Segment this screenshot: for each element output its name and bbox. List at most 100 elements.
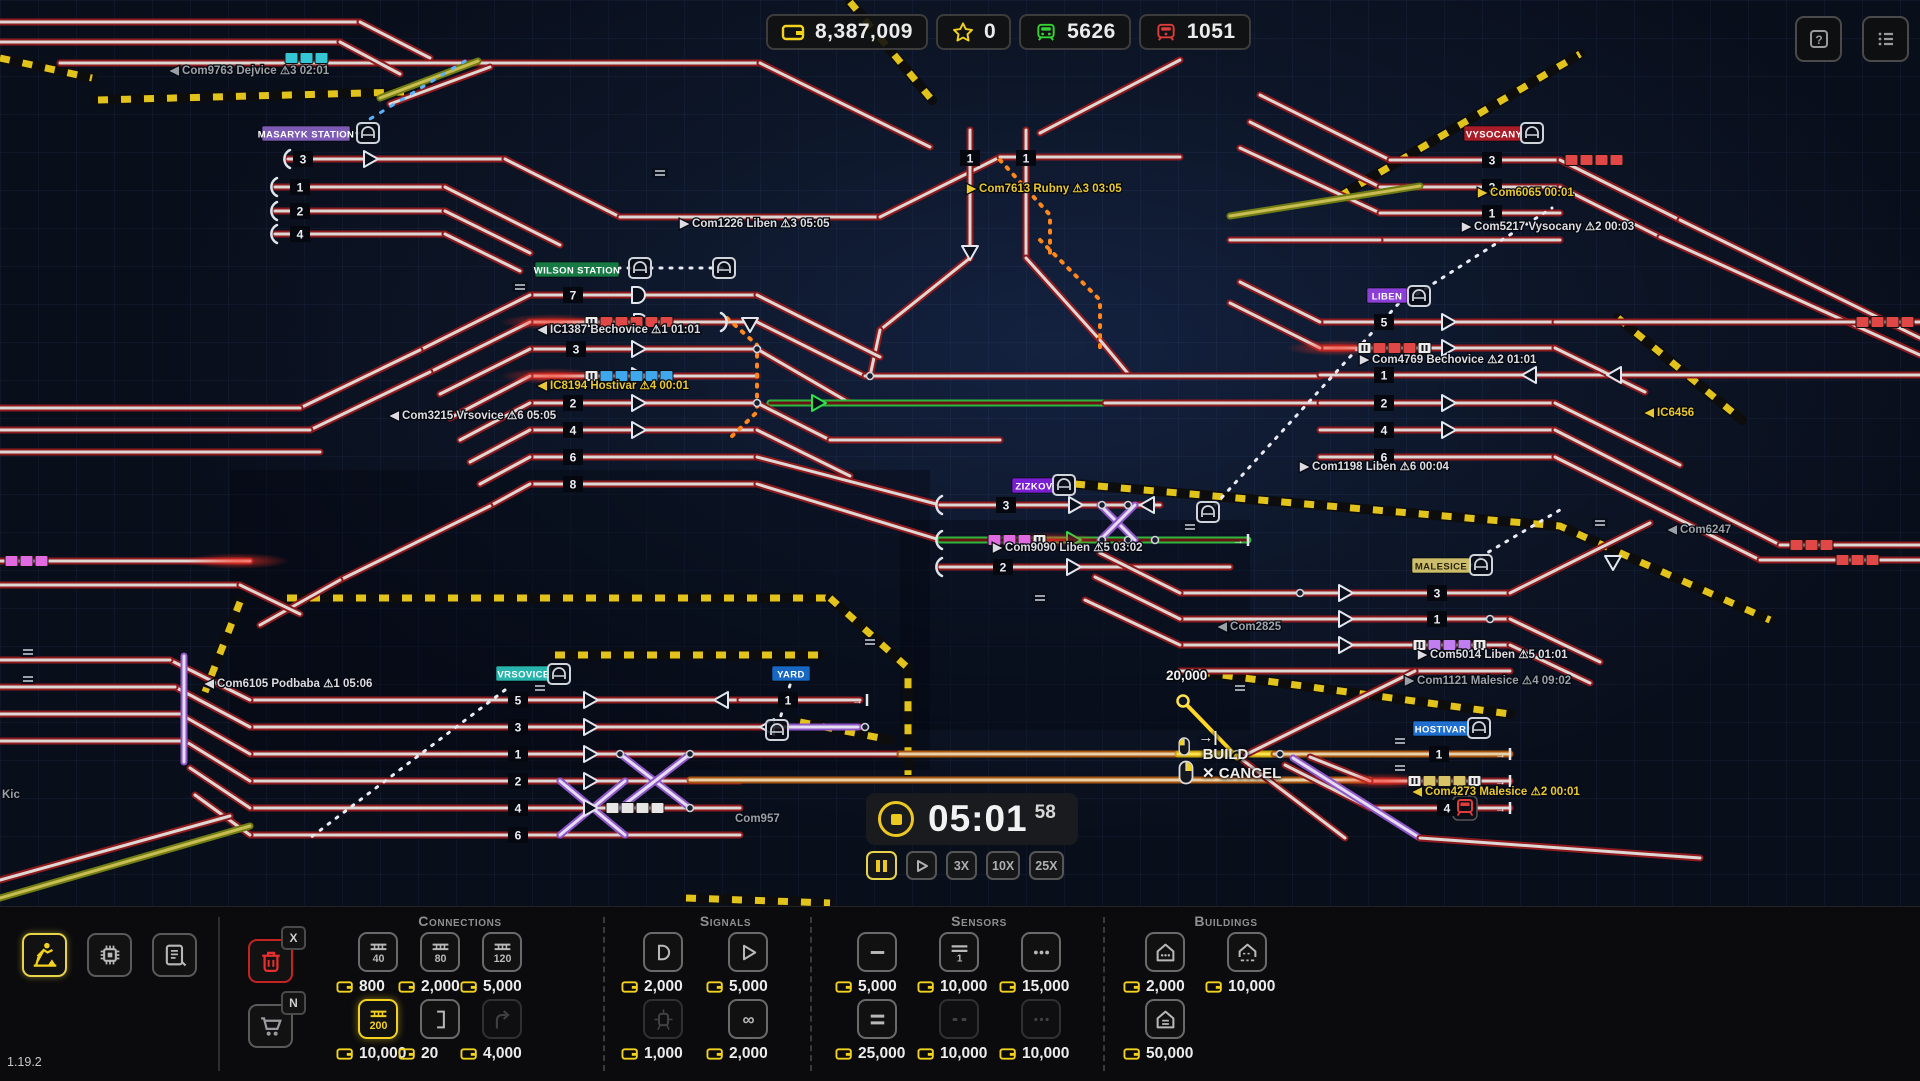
tool-track-120[interactable]: 120 (482, 932, 522, 972)
stop-icon[interactable] (878, 801, 914, 837)
sensor-mark-icon[interactable] (1592, 518, 1608, 528)
station-building-icon[interactable] (356, 122, 380, 144)
green-signal-icon[interactable] (811, 394, 827, 412)
station-label-yard[interactable]: YARD (771, 665, 811, 682)
signal-icon[interactable] (1338, 610, 1354, 628)
station-building-icon[interactable] (1469, 554, 1493, 576)
train[interactable] (1412, 639, 1487, 651)
manual-tool-button[interactable] (152, 933, 197, 977)
tool-track-80[interactable]: 80 (420, 932, 460, 972)
station-building-icon[interactable] (1407, 285, 1431, 307)
tool-depot[interactable] (1145, 999, 1185, 1039)
train[interactable] (1789, 539, 1834, 551)
signal-icon[interactable] (1338, 584, 1354, 602)
signal-icon[interactable] (631, 286, 646, 304)
train-label[interactable]: Com957 (734, 812, 781, 827)
sensor-mark-icon[interactable] (1392, 763, 1408, 773)
train-label[interactable]: ▶ Com1226 Liben ⚠3 05:05 (678, 217, 832, 232)
train-label[interactable]: ▶ Com9090 Liben ⚠5 03:02 (991, 541, 1144, 556)
track-layer[interactable] (0, 18, 1920, 902)
signal-icon[interactable] (363, 150, 379, 168)
train[interactable] (1855, 316, 1915, 328)
train-label[interactable]: ▶ Com4769 Bechovice ⚠2 01:01 (1358, 353, 1539, 368)
build-layer[interactable] (356, 122, 1544, 741)
signal-icon[interactable] (583, 718, 599, 736)
tool-auto-signal[interactable] (728, 932, 768, 972)
station-building-icon[interactable] (628, 257, 652, 279)
signal-icon[interactable] (631, 340, 647, 358)
tool-signal[interactable] (643, 932, 683, 972)
train[interactable] (584, 370, 674, 382)
train-label[interactable]: ▶ Com1198 Liben ⚠6 00:04 (1298, 460, 1451, 475)
signal-icon[interactable] (1604, 555, 1622, 571)
tool-station-large[interactable] (1227, 932, 1267, 972)
signal-icon[interactable] (713, 691, 729, 709)
train-label[interactable]: ▶ Com7613 Rubny ⚠3 03:05 (965, 182, 1124, 197)
station-label-vysocany[interactable]: VYSOCANY (1463, 125, 1525, 142)
train[interactable] (605, 802, 665, 814)
signal-icon[interactable] (583, 799, 599, 817)
tool-sensor-station[interactable]: 1 (939, 932, 979, 972)
tool-sensor-dash[interactable] (939, 999, 979, 1039)
signal-icon[interactable] (741, 317, 759, 333)
sensor-mark-icon[interactable] (1182, 522, 1198, 532)
train[interactable] (1407, 775, 1482, 787)
speed-button-play[interactable] (906, 851, 937, 880)
sensor-mark-icon[interactable] (20, 674, 36, 684)
train-label[interactable]: ◀ IC6456 (1643, 406, 1696, 421)
signal-icon[interactable] (583, 745, 599, 763)
tool-track-200[interactable]: 200 (358, 999, 398, 1039)
train-label[interactable]: ◀ Com6105 Podbaba ⚠1 05:06 (203, 677, 374, 692)
tool-sensor-dots[interactable] (1021, 999, 1061, 1039)
tool-track-40[interactable]: 40 (358, 932, 398, 972)
signal-icon[interactable] (583, 772, 599, 790)
train-label[interactable]: ◀ Com9763 Dejvice ⚠3 02:01 (168, 64, 331, 79)
speed-button-pause[interactable] (866, 851, 897, 880)
signal-icon[interactable] (1441, 339, 1457, 357)
cancel-hint[interactable]: ✕ CANCEL (1178, 760, 1281, 785)
signal-icon[interactable] (1441, 394, 1457, 412)
signal-icon[interactable] (1338, 636, 1354, 654)
station-label-zizkov[interactable]: ZIZKOV (1011, 477, 1057, 494)
train[interactable] (284, 52, 329, 64)
train-label[interactable]: ◀ Com2825 (1216, 620, 1283, 635)
sensor-mark-icon[interactable] (1232, 683, 1248, 693)
tool-sensor-multi[interactable] (1021, 932, 1061, 972)
signal-icon[interactable] (1139, 496, 1155, 514)
station-building-icon[interactable] (712, 257, 736, 279)
station-building-icon[interactable] (1052, 474, 1076, 496)
station-building-icon[interactable] (1467, 717, 1491, 739)
train[interactable] (4, 555, 49, 567)
signal-icon[interactable] (631, 394, 647, 412)
help-button[interactable]: ? (1795, 16, 1842, 62)
build-hint[interactable]: →| BUILD (1178, 729, 1252, 763)
signal-icon[interactable] (1606, 366, 1622, 384)
tool-curve[interactable] (482, 999, 522, 1039)
train-label[interactable]: ◀ Com3215 Vrsovice ⚠6 05:05 (388, 409, 558, 424)
train-label[interactable]: ▶ Com5014 Liben ⚠5 01:01 (1416, 648, 1570, 663)
signal-icon[interactable] (1066, 558, 1082, 576)
train-label[interactable]: ◀ Com6247 (1666, 523, 1733, 538)
signal-icon[interactable] (1441, 313, 1457, 331)
signal-icon[interactable] (583, 691, 599, 709)
station-label-vrsovice[interactable]: VRSOVICE (495, 665, 552, 682)
station-label-malesice[interactable]: MALESICE (1411, 557, 1471, 574)
tool-auto-block[interactable]: ∞ (728, 999, 768, 1039)
sensor-mark-icon[interactable] (532, 683, 548, 693)
train-label[interactable]: ▶ Com6065 00:01 (1476, 186, 1576, 201)
station-building-icon[interactable] (1196, 501, 1220, 523)
sensor-mark-icon[interactable] (862, 637, 878, 647)
train-label[interactable]: ▶ Com1121 Malesice ⚠4 09:02 (1403, 674, 1573, 689)
sensor-mark-icon[interactable] (652, 168, 668, 178)
station-label-hostivar[interactable]: HOSTIVAR (1412, 720, 1469, 737)
train[interactable] (584, 316, 674, 328)
tool-gate[interactable] (643, 999, 683, 1039)
signal-icon[interactable] (961, 245, 979, 261)
signal-icon[interactable] (1068, 496, 1084, 514)
train[interactable] (1357, 342, 1432, 354)
sensor-mark-icon[interactable] (1392, 736, 1408, 746)
speed-button-25x[interactable]: 25X (1029, 851, 1064, 880)
sensor-mark-icon[interactable] (20, 647, 36, 657)
